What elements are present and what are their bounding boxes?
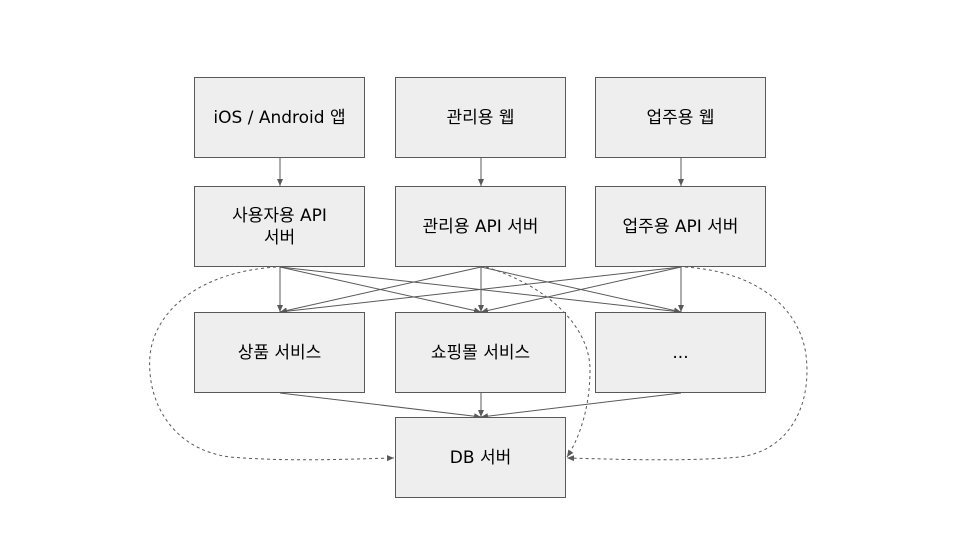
node-shopping-mall-service: 쇼핑몰 서비스 — [395, 312, 566, 393]
node-db-server: DB 서버 — [395, 417, 566, 498]
node-user-api-server: 사용자용 API 서버 — [194, 186, 365, 267]
edge-biz-api-to-product-service — [279, 266, 682, 315]
node-other-services: ... — [595, 312, 766, 393]
edge-biz-api-to-mall-service — [480, 266, 682, 314]
edge-product-service-to-db — [279, 392, 482, 420]
edge-biz-api-to-db-dashed — [566, 266, 808, 462]
node-product-service: 상품 서비스 — [194, 312, 365, 393]
node-admin-web: 관리용 웹 — [395, 77, 566, 158]
node-ios-android-app: iOS / Android 앱 — [194, 77, 365, 158]
edge-admin-api-to-db-dashed — [485, 266, 591, 458]
edge-etc-to-db — [480, 392, 682, 420]
edge-user-api-to-db-dashed — [149, 266, 395, 462]
node-admin-api-server: 관리용 API 서버 — [395, 186, 566, 267]
node-business-api-server: 업주용 API 서버 — [595, 186, 766, 267]
edge-admin-api-to-product-service — [279, 266, 482, 314]
node-business-web: 업주용 웹 — [595, 77, 766, 158]
